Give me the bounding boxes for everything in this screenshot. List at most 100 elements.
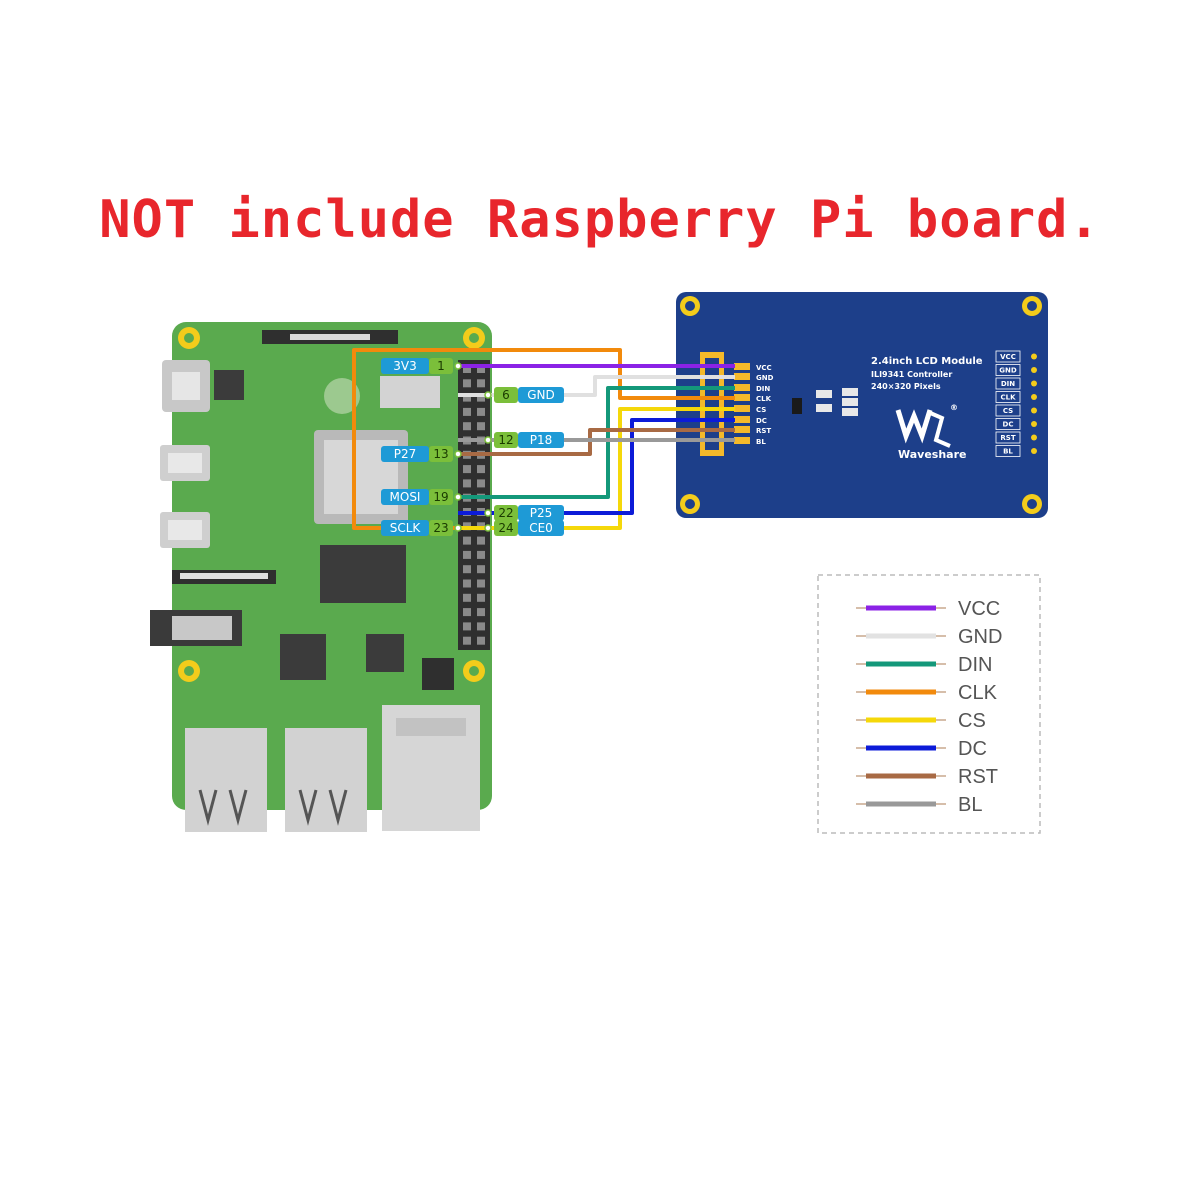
lcd-pin-hole xyxy=(1031,394,1037,400)
pin-number-p22: 22 xyxy=(498,506,513,520)
gpio-pin xyxy=(463,622,471,631)
raspberry-pi-board xyxy=(150,322,492,832)
gpio-pin xyxy=(463,565,471,574)
lcd-pad xyxy=(734,373,750,380)
waveshare-logo-icon xyxy=(895,409,933,444)
gpio-pin xyxy=(463,579,471,588)
pin-name-p24: CE0 xyxy=(529,521,553,535)
pin-number-p6: 6 xyxy=(502,388,510,402)
pin-number-p19: 19 xyxy=(433,490,448,504)
lcd-pad xyxy=(734,437,750,444)
lcd-pad xyxy=(734,426,750,433)
pin-name-p13: P27 xyxy=(394,447,417,461)
gpio-pin xyxy=(477,465,485,474)
lcd-pad xyxy=(734,363,750,370)
ram-chip xyxy=(320,545,406,603)
lcd-pin-hole xyxy=(1031,353,1037,360)
legend-label-gnd: GND xyxy=(958,626,1002,648)
lcd-pin-label: DIN xyxy=(756,385,770,393)
legend-label-bl: BL xyxy=(958,794,982,816)
lcd-pin-label: GND xyxy=(999,367,1017,375)
gpio-pin xyxy=(463,365,471,373)
lcd-pad xyxy=(734,394,750,401)
wire-clk xyxy=(352,348,735,530)
lcd-pin-hole xyxy=(1031,421,1037,427)
gpio-pin xyxy=(477,407,485,416)
pin-number-p23: 23 xyxy=(433,521,448,535)
pin-number-p12: 12 xyxy=(498,433,513,447)
lcd-pin-hole xyxy=(1031,434,1037,441)
lcd-pcb xyxy=(676,292,1048,518)
lcd-pad xyxy=(734,416,750,423)
chip xyxy=(380,376,440,408)
lcd-pin-label: DIN xyxy=(1001,380,1015,388)
pin-name-p23: SCLK xyxy=(390,521,422,535)
lcd-pin-label: RST xyxy=(756,427,771,435)
legend-label-din: DIN xyxy=(958,654,992,676)
lcd-pad xyxy=(734,384,750,391)
gpio-pin xyxy=(477,565,485,574)
lcd-pin-label: BL xyxy=(756,438,766,446)
lcd-pin-label: BL xyxy=(1003,448,1013,456)
gpio-pin xyxy=(463,422,471,431)
gpio-pin xyxy=(477,365,485,373)
lcd-pin-label: CLK xyxy=(1000,394,1016,402)
chip xyxy=(214,370,244,400)
gpio-pin xyxy=(477,550,485,559)
gpio-pin xyxy=(477,479,485,488)
usb-port xyxy=(285,728,367,832)
component xyxy=(792,398,802,414)
lcd-pin-label: VCC xyxy=(756,364,772,372)
chip xyxy=(280,634,326,680)
gpio-pin xyxy=(477,608,485,617)
headline: NOT include Raspberry Pi board. xyxy=(99,190,1101,250)
pin-number-p13: 13 xyxy=(433,447,448,461)
legend-frame xyxy=(817,574,1041,834)
lcd-pin-label: VCC xyxy=(1000,353,1016,361)
gpio-pin xyxy=(477,393,485,402)
gpio-pin xyxy=(463,393,471,402)
lcd-pads xyxy=(734,363,750,444)
legend-label-rst: RST xyxy=(958,766,998,788)
registered-mark: ® xyxy=(950,403,958,412)
chip xyxy=(366,634,404,672)
gpio-pin xyxy=(477,622,485,631)
usb-port xyxy=(185,728,267,832)
lcd-pin-label: CS xyxy=(756,406,766,414)
gpio-pin xyxy=(463,479,471,488)
legend-label-cs: CS xyxy=(958,710,986,732)
lcd-pin-label: GND xyxy=(756,374,774,382)
pin-name-p19: MOSI xyxy=(390,490,421,504)
gpio-pin xyxy=(477,536,485,545)
lcd-controller: ILI9341 Controller xyxy=(871,370,952,379)
gpio-pin xyxy=(477,636,485,645)
lcd-module: VCC GND DIN CLK CS DC RST BL 2.4inch LCD Module… xyxy=(676,292,1048,518)
lcd-title: 2.4inch LCD Module xyxy=(871,356,983,367)
gpio-pin xyxy=(477,579,485,588)
raspberry-logo-icon xyxy=(324,378,360,414)
wire-din xyxy=(458,386,735,499)
lcd-pin-hole xyxy=(1031,367,1037,373)
legend-label-vcc: VCC xyxy=(958,598,1000,620)
gpio-header xyxy=(458,360,490,650)
gpio-pin xyxy=(463,536,471,545)
gpio-pin xyxy=(463,550,471,559)
pin-name-p12: P18 xyxy=(530,433,553,447)
lcd-pixels: 240×320 Pixels xyxy=(871,382,941,391)
pin-name-p22: P25 xyxy=(530,506,553,520)
lcd-pin-label: DC xyxy=(1003,421,1014,429)
lcd-pin-label: CLK xyxy=(756,395,772,403)
lcd-pin-hole xyxy=(1031,407,1037,414)
lcd-pin-hole xyxy=(1031,448,1037,454)
lcd-pin-hole xyxy=(1031,380,1037,387)
gpio-pin xyxy=(477,593,485,602)
pin-name-p6: GND xyxy=(527,388,555,402)
legend-label-clk: CLK xyxy=(958,682,998,704)
gpio-pin xyxy=(477,379,485,388)
pin-name-p1: 3V3 xyxy=(393,359,416,373)
pin-number-p24: 24 xyxy=(498,521,513,535)
